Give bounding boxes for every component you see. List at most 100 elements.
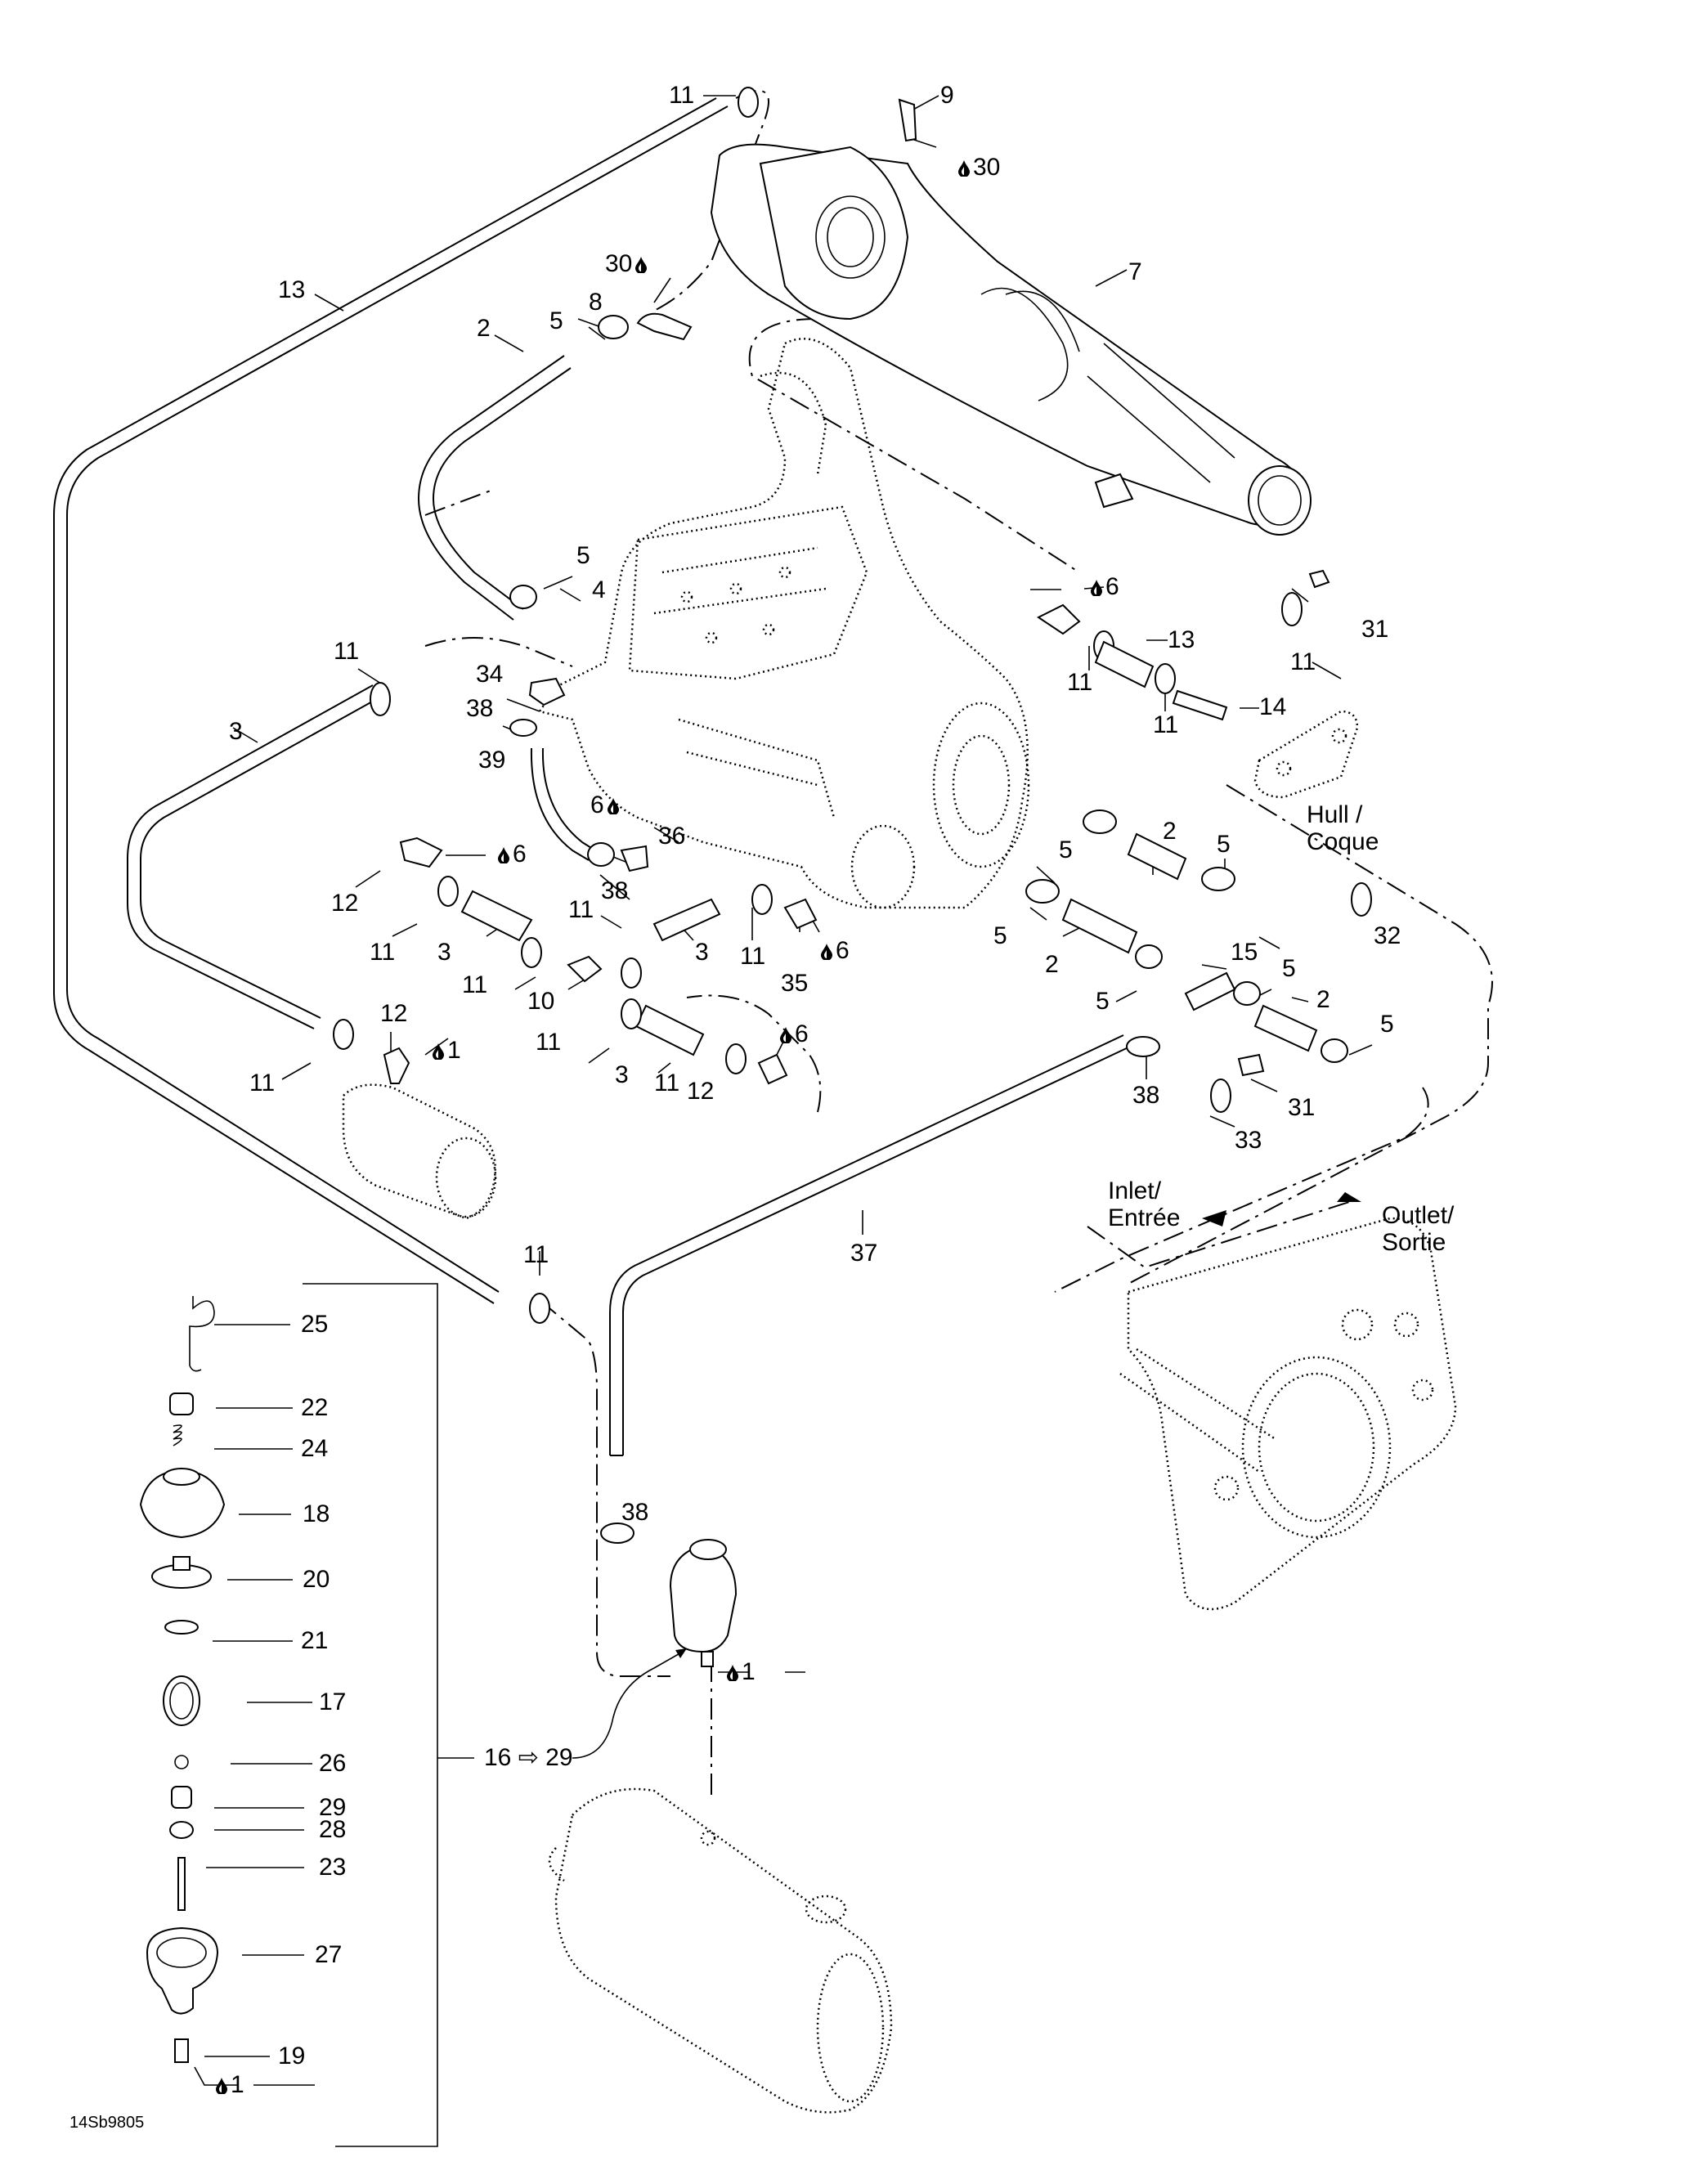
callout-number: 14	[1259, 693, 1287, 720]
callout-7: 7	[1128, 260, 1142, 285]
callout-15: 15	[1231, 940, 1258, 965]
drop-icon	[958, 160, 970, 177]
callout-number: 11	[669, 82, 695, 109]
callout-5: 5	[1059, 838, 1073, 863]
callout-number: 18	[303, 1500, 330, 1527]
drop-icon	[216, 2078, 227, 2094]
callout-number: 1	[742, 1658, 756, 1685]
callout-number: 6	[1105, 573, 1119, 600]
callout-1: 1	[429, 1038, 461, 1063]
callout-10: 10	[527, 989, 554, 1014]
callout-number: 29	[319, 1794, 347, 1821]
callout-number: 35	[781, 970, 809, 997]
drop-icon	[727, 1665, 738, 1681]
callout-number: 11	[536, 1029, 562, 1056]
callout-number: 17	[319, 1688, 347, 1715]
callout-number: 3	[615, 1061, 629, 1088]
callout-11: 11	[1067, 670, 1092, 695]
callout-number: 10	[527, 988, 555, 1015]
callout-6: 6	[1087, 575, 1119, 599]
drawing-code: 14Sb9805	[70, 2114, 145, 2132]
callout-number: 8	[589, 289, 603, 316]
callout-number: 12	[331, 890, 359, 917]
callout-39: 39	[478, 748, 505, 773]
callout-11: 11	[1153, 713, 1178, 738]
expansion-tank	[669, 1539, 738, 1667]
callout-16-29: 16 ⇨ 29	[484, 1746, 573, 1770]
callout-12: 12	[687, 1079, 714, 1104]
callout-number: 28	[319, 1816, 347, 1843]
callout-number: 6	[590, 792, 604, 818]
callout-25: 25	[301, 1312, 328, 1337]
callout-19: 19	[278, 2044, 305, 2069]
inlet-arrow-icon	[1202, 1210, 1226, 1227]
callout-number: 33	[1235, 1127, 1262, 1154]
callout-number: 7	[1128, 258, 1142, 285]
muffler-phantom	[548, 1787, 893, 2114]
callout-26: 26	[319, 1751, 346, 1776]
drop-icon	[1091, 580, 1102, 596]
callout-1: 1	[724, 1660, 756, 1684]
callout-number: 5	[549, 307, 563, 334]
callout-number: 3	[229, 718, 243, 745]
callout-17: 17	[319, 1690, 346, 1715]
callout-number: 6	[836, 937, 850, 964]
callout-number: 12	[380, 1000, 408, 1027]
hose-39	[530, 747, 596, 861]
callout-13: 13	[278, 278, 305, 303]
drop-icon	[635, 257, 648, 273]
callout-24: 24	[301, 1437, 328, 1461]
callout-number: 1	[231, 2071, 244, 2098]
callout-number: 38	[466, 695, 494, 722]
callout-2: 2	[1045, 953, 1059, 977]
callout-36: 36	[658, 824, 685, 849]
callout-32: 32	[1374, 924, 1401, 948]
callout-number: 6	[513, 841, 527, 868]
callout-12: 12	[331, 891, 358, 916]
hull-note: Hull / Coque	[1307, 801, 1379, 855]
kit-bracket	[303, 1283, 687, 2147]
callout-number: 37	[850, 1240, 878, 1267]
callout-number: 31	[1361, 616, 1389, 643]
engine-phantom	[537, 338, 1030, 909]
callout-5: 5	[1217, 832, 1231, 857]
callout-number: 5	[1217, 831, 1231, 858]
drop-icon	[433, 1043, 444, 1060]
callout-11: 11	[740, 944, 765, 969]
callout-6: 6	[495, 842, 527, 867]
callout-number: 2	[1163, 818, 1177, 845]
callout-number: 2	[1045, 951, 1059, 978]
callout-number: 11	[1290, 648, 1316, 675]
clamps-and-fittings	[333, 87, 1372, 1544]
callout-number: 13	[278, 276, 306, 303]
callout-number: 36	[658, 823, 686, 850]
callout-number: 24	[301, 1435, 329, 1462]
callout-38: 38	[1132, 1083, 1159, 1108]
callout-29: 29	[319, 1796, 346, 1820]
hose-13-long	[53, 97, 729, 1304]
callout-11: 11	[669, 83, 694, 108]
callout-13: 13	[1168, 628, 1195, 653]
callout-38: 38	[601, 879, 628, 904]
callout-18: 18	[303, 1502, 330, 1527]
callout-2: 2	[1163, 819, 1177, 844]
callout-number: 23	[319, 1854, 347, 1881]
callout-37: 37	[850, 1241, 877, 1266]
callout-number: 5	[993, 922, 1007, 949]
callout-35: 35	[781, 971, 808, 996]
callout-21: 21	[301, 1629, 328, 1653]
callout-12: 12	[380, 1002, 407, 1026]
callout-number: 2	[1316, 986, 1330, 1013]
callout-11: 11	[370, 940, 395, 965]
callout-number: 39	[478, 747, 506, 774]
callout-5: 5	[993, 924, 1007, 948]
callout-3: 3	[437, 940, 451, 965]
callout-33: 33	[1235, 1128, 1262, 1153]
callout-number: 38	[621, 1499, 649, 1526]
callout-11: 11	[462, 973, 487, 998]
callout-number: 9	[940, 82, 954, 109]
callout-number: 5	[1059, 836, 1073, 863]
callout-5: 5	[1380, 1012, 1394, 1037]
callout-number: 19	[278, 2043, 306, 2070]
callout-number: 25	[301, 1311, 329, 1338]
